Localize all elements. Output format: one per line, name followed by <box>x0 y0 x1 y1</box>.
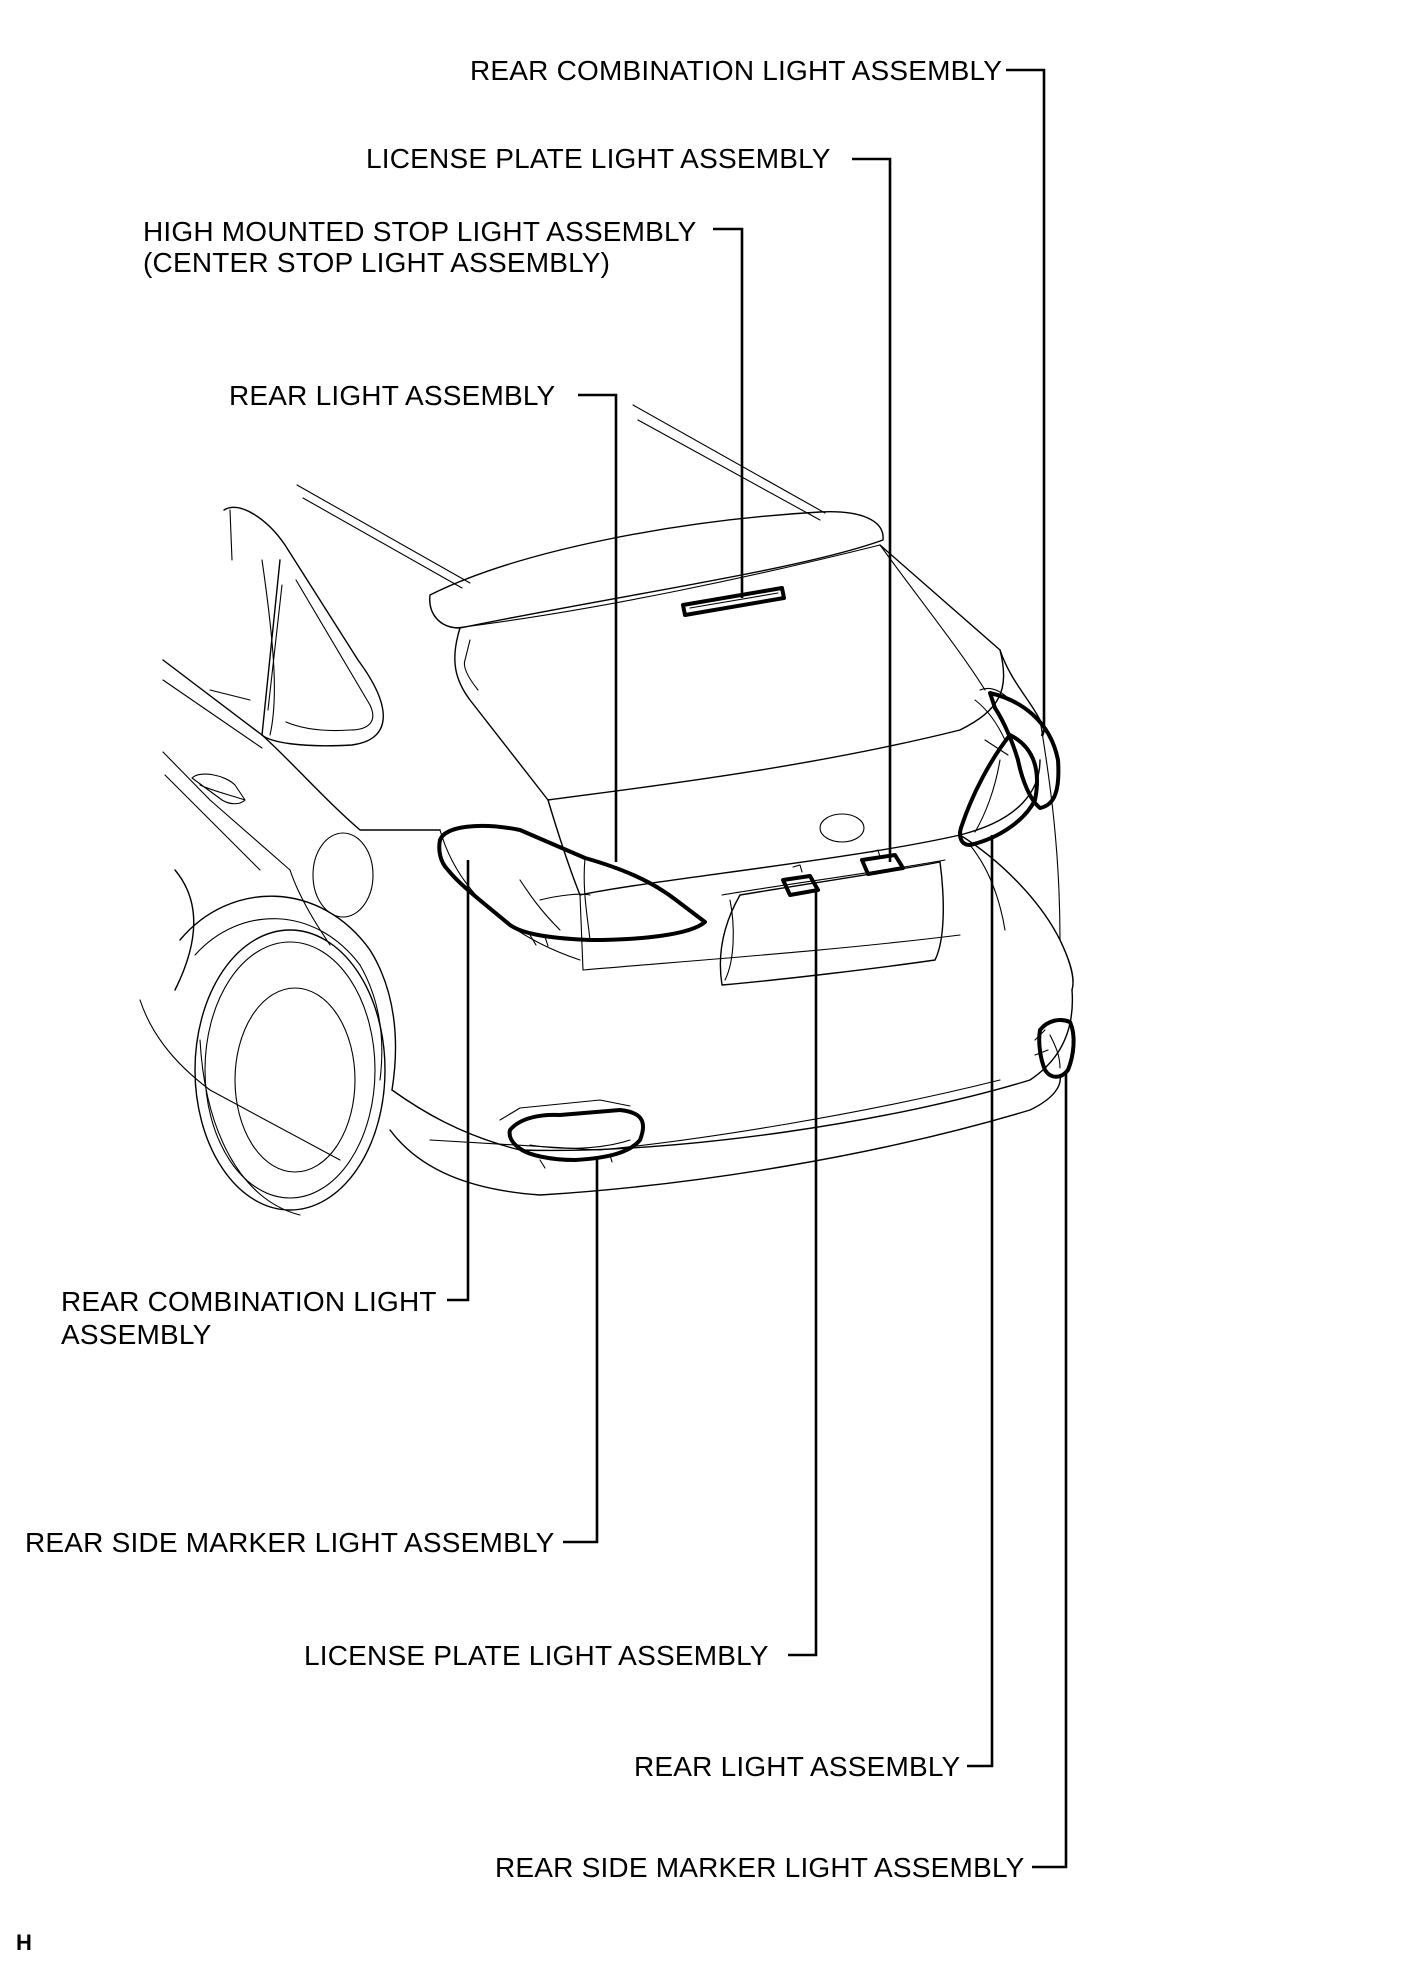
leader-high-mount-stop <box>713 227 744 598</box>
leader-rear-combination-top <box>1006 68 1046 737</box>
label-high-mounted-stop-light-line2: (CENTER STOP LIGHT ASSEMBLY) <box>143 247 611 278</box>
leader-license-plate-top <box>852 157 892 862</box>
label-rear-side-marker-light-bottom: REAR SIDE MARKER LIGHT ASSEMBLY <box>495 1852 1025 1883</box>
rear-combination-light-right-part <box>974 687 1061 810</box>
rear-combination-light-left-part <box>437 823 707 947</box>
leader-rear-combination-left <box>447 860 470 1302</box>
leader-rear-light-bottom <box>967 835 994 1768</box>
leader-rear-light-top <box>578 393 618 862</box>
label-rear-side-marker-light-left: REAR SIDE MARKER LIGHT ASSEMBLY <box>25 1527 555 1558</box>
rear-side-marker-left-part <box>499 1099 646 1169</box>
high-mounted-stop-light-part <box>681 586 786 617</box>
leader-rear-side-marker-left <box>563 1158 599 1544</box>
label-rear-combination-light-left-line2: ASSEMBLY <box>61 1319 212 1350</box>
label-rear-combination-light-top: REAR COMBINATION LIGHT ASSEMBLY <box>470 55 1003 86</box>
label-license-plate-light-bottom: LICENSE PLATE LIGHT ASSEMBLY <box>304 1640 769 1671</box>
vehicle-body-outline <box>139 404 1074 1216</box>
license-plate-light-right-part <box>860 849 905 876</box>
leader-rear-side-marker-bottom <box>1032 1072 1068 1869</box>
label-rear-combination-light-left-line1: REAR COMBINATION LIGHT <box>61 1286 437 1317</box>
license-plate-light-left-part <box>781 864 820 897</box>
rear-side-marker-right-part <box>1034 1018 1076 1079</box>
corner-mark: H <box>16 1930 33 1955</box>
rear-light-right-part <box>958 733 1040 847</box>
label-license-plate-light-top: LICENSE PLATE LIGHT ASSEMBLY <box>366 143 831 174</box>
label-rear-light-top: REAR LIGHT ASSEMBLY <box>229 380 556 411</box>
label-high-mounted-stop-light-line1: HIGH MOUNTED STOP LIGHT ASSEMBLY <box>143 216 697 247</box>
leader-license-plate-bottom <box>788 892 818 1657</box>
leader-lines <box>447 68 1068 1869</box>
label-rear-light-bottom: REAR LIGHT ASSEMBLY <box>634 1751 961 1782</box>
